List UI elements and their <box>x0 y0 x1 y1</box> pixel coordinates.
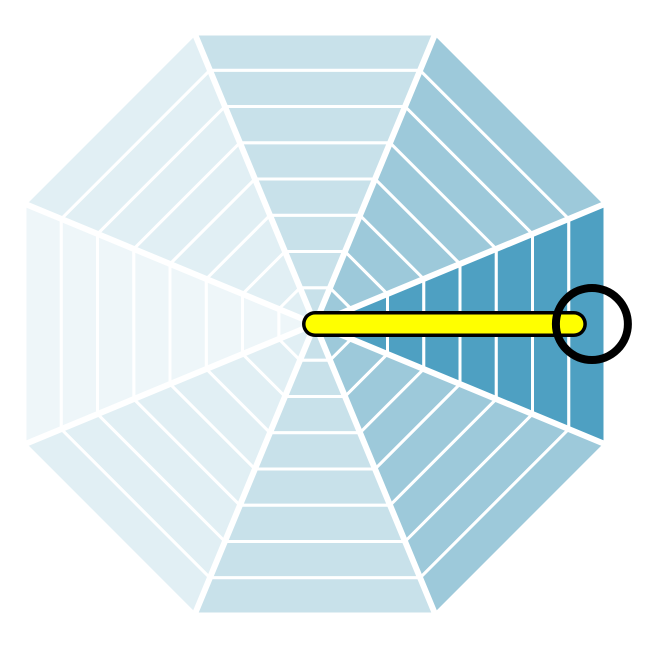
cell-west-ring-6[interactable] <box>96 232 136 416</box>
board-cells <box>23 32 607 616</box>
cell-south-ring-4[interactable] <box>253 431 377 471</box>
cell-west-ring-7[interactable] <box>59 217 99 431</box>
cell-west-ring-8[interactable] <box>23 202 63 446</box>
sector-divider <box>312 200 608 327</box>
cell-south-ring-8[interactable] <box>193 576 437 616</box>
cell-west-ring-4[interactable] <box>168 262 208 386</box>
target-ring-marker[interactable] <box>551 284 632 364</box>
sector-divider <box>191 321 318 617</box>
sector-divider <box>191 31 318 327</box>
cell-north-ring-5[interactable] <box>238 141 392 181</box>
sector-divider <box>312 321 439 617</box>
sector-divider <box>312 31 439 327</box>
cell-north-ring-8[interactable] <box>193 32 437 72</box>
cell-north-ring-6[interactable] <box>223 105 407 145</box>
cell-west-ring-5[interactable] <box>132 247 172 401</box>
cell-south-ring-7[interactable] <box>208 540 422 580</box>
cell-south-ring-5[interactable] <box>238 467 392 507</box>
cell-north-ring-4[interactable] <box>253 177 377 217</box>
sector-divider <box>312 321 608 448</box>
cell-south-ring-6[interactable] <box>223 503 407 543</box>
sector-divider <box>22 200 318 327</box>
cell-north-ring-7[interactable] <box>208 68 422 108</box>
sector-divider <box>22 321 318 448</box>
sector-dividers <box>22 31 608 617</box>
pointer-layer <box>302 284 632 364</box>
